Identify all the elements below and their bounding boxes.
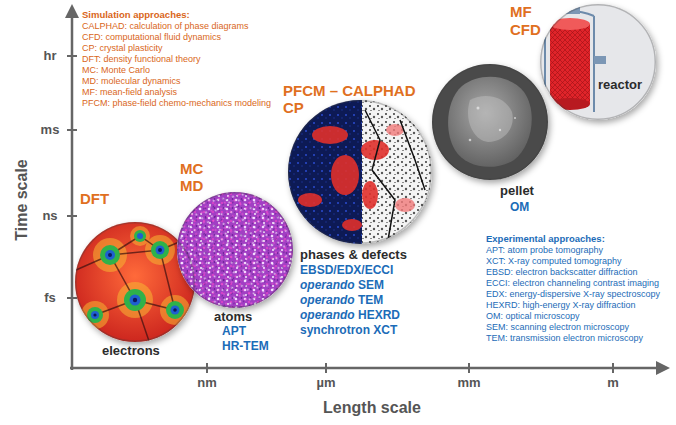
italic-word: operando — [300, 308, 355, 322]
tick-label: ns — [42, 209, 57, 224]
circle-border — [178, 193, 293, 308]
legend-entry: EBSD: electron backscatter diffraction — [486, 267, 637, 277]
legend-entry: DFT: density functional theory — [82, 54, 201, 64]
method-label: DFT — [80, 190, 109, 207]
technique-label: operando SEM — [300, 279, 384, 293]
legend-heading: Simulation approaches: — [82, 10, 190, 21]
plain-words: SEM — [355, 278, 384, 292]
tick-label: m — [607, 376, 619, 391]
legend-entry: CP: crystal plasticity — [82, 43, 163, 53]
pellet-picture — [432, 64, 548, 180]
circle-outline — [75, 222, 195, 342]
legend-entry: TEM: transmission electron microscopy — [486, 333, 643, 343]
plain-words: HEXRD — [355, 308, 400, 322]
scale-label: pellet — [500, 184, 534, 199]
scale-label: reactor — [596, 78, 644, 93]
scale-circle: DFTelectrons — [75, 222, 195, 342]
method-label: MF — [510, 3, 532, 20]
circle-border — [541, 5, 656, 120]
axis-title: Time scale — [13, 159, 31, 241]
method-label: CP — [283, 99, 304, 116]
method-label: PFCM – CALPHAD — [283, 82, 416, 99]
circle-outline — [432, 64, 548, 180]
legend-entry: EDX: energy-dispersive X-ray spectroscop… — [486, 289, 660, 299]
method-label: MC — [180, 160, 203, 177]
circle-border — [433, 65, 548, 180]
legend-entry: PFCM: phase-field chemo-mechanics modeli… — [82, 98, 271, 108]
circle-border — [76, 223, 195, 342]
italic-word: operando — [300, 278, 355, 292]
legend-entry: MD: molecular dynamics — [82, 76, 181, 86]
scale-circle: MFCFDreactor — [540, 4, 656, 120]
scale-circle: pelletOM — [432, 64, 548, 180]
circle-outline — [540, 4, 656, 120]
circle-outline — [177, 192, 293, 308]
technique-label: APT — [222, 325, 246, 339]
microstructure-picture — [288, 100, 432, 244]
legend-entry: CFD: computational fluid dynamics — [82, 32, 221, 42]
tick-label: hr — [44, 49, 57, 64]
legend-entry: MF: mean-field analysis — [82, 87, 177, 97]
plain-words: TEM — [355, 293, 384, 307]
tick-label: ms — [41, 123, 60, 138]
method-label: CFD — [510, 21, 541, 38]
scale-circle: PFCM – CALPHADCPphases & defectsEBSD/EDX… — [288, 100, 432, 244]
italic-word: operando — [300, 293, 355, 307]
legend-entry: XCT: X-ray computed tomography — [486, 256, 622, 266]
legend-entry: OM: optical microscopy — [486, 311, 580, 321]
scale-circle: MCMDatomsAPTHR-TEM — [177, 192, 293, 308]
technique-label: EBSD/EDX/ECCI — [300, 264, 393, 278]
axes — [65, 4, 670, 375]
technique-label: HR-TEM — [222, 340, 269, 354]
tick-label: µm — [316, 376, 335, 391]
legend-entry: APT: atom probe tomography — [486, 245, 603, 255]
circle-border — [289, 101, 432, 244]
scale-label: atoms — [214, 310, 252, 325]
circle-outline — [288, 100, 432, 244]
tick-label: fs — [44, 291, 56, 306]
scale-label: electrons — [102, 344, 160, 359]
legend-entry: HEXRD: high-energy X-ray diffraction — [486, 300, 635, 310]
legend-entry: CALPHAD: calculation of phase diagrams — [82, 21, 249, 31]
scale-label: phases & defects — [300, 248, 407, 263]
legend-entry: MC: Monte Carlo — [82, 65, 150, 75]
technique-label: synchrotron XCT — [300, 324, 397, 338]
length-axis — [70, 367, 656, 370]
legend-entry: SEM: scanning electron microscopy — [486, 322, 629, 332]
time-axis — [71, 16, 74, 370]
legend-entry: ECCI: electron channeling contrast imagi… — [486, 278, 659, 288]
legend-heading: Experimental approaches: — [486, 234, 605, 245]
axis-title: Length scale — [323, 399, 421, 417]
technique-label: operando TEM — [300, 294, 383, 308]
tick-label: nm — [197, 376, 217, 391]
method-label: MD — [180, 177, 203, 194]
technique-label: OM — [510, 201, 529, 215]
axis-arrowhead — [656, 361, 670, 375]
atom-cloud-picture — [177, 192, 293, 308]
technique-label: operando HEXRD — [300, 309, 400, 323]
reactor-picture — [533, 4, 656, 120]
tick-label: mm — [457, 376, 480, 391]
axis-arrowhead — [65, 4, 79, 18]
